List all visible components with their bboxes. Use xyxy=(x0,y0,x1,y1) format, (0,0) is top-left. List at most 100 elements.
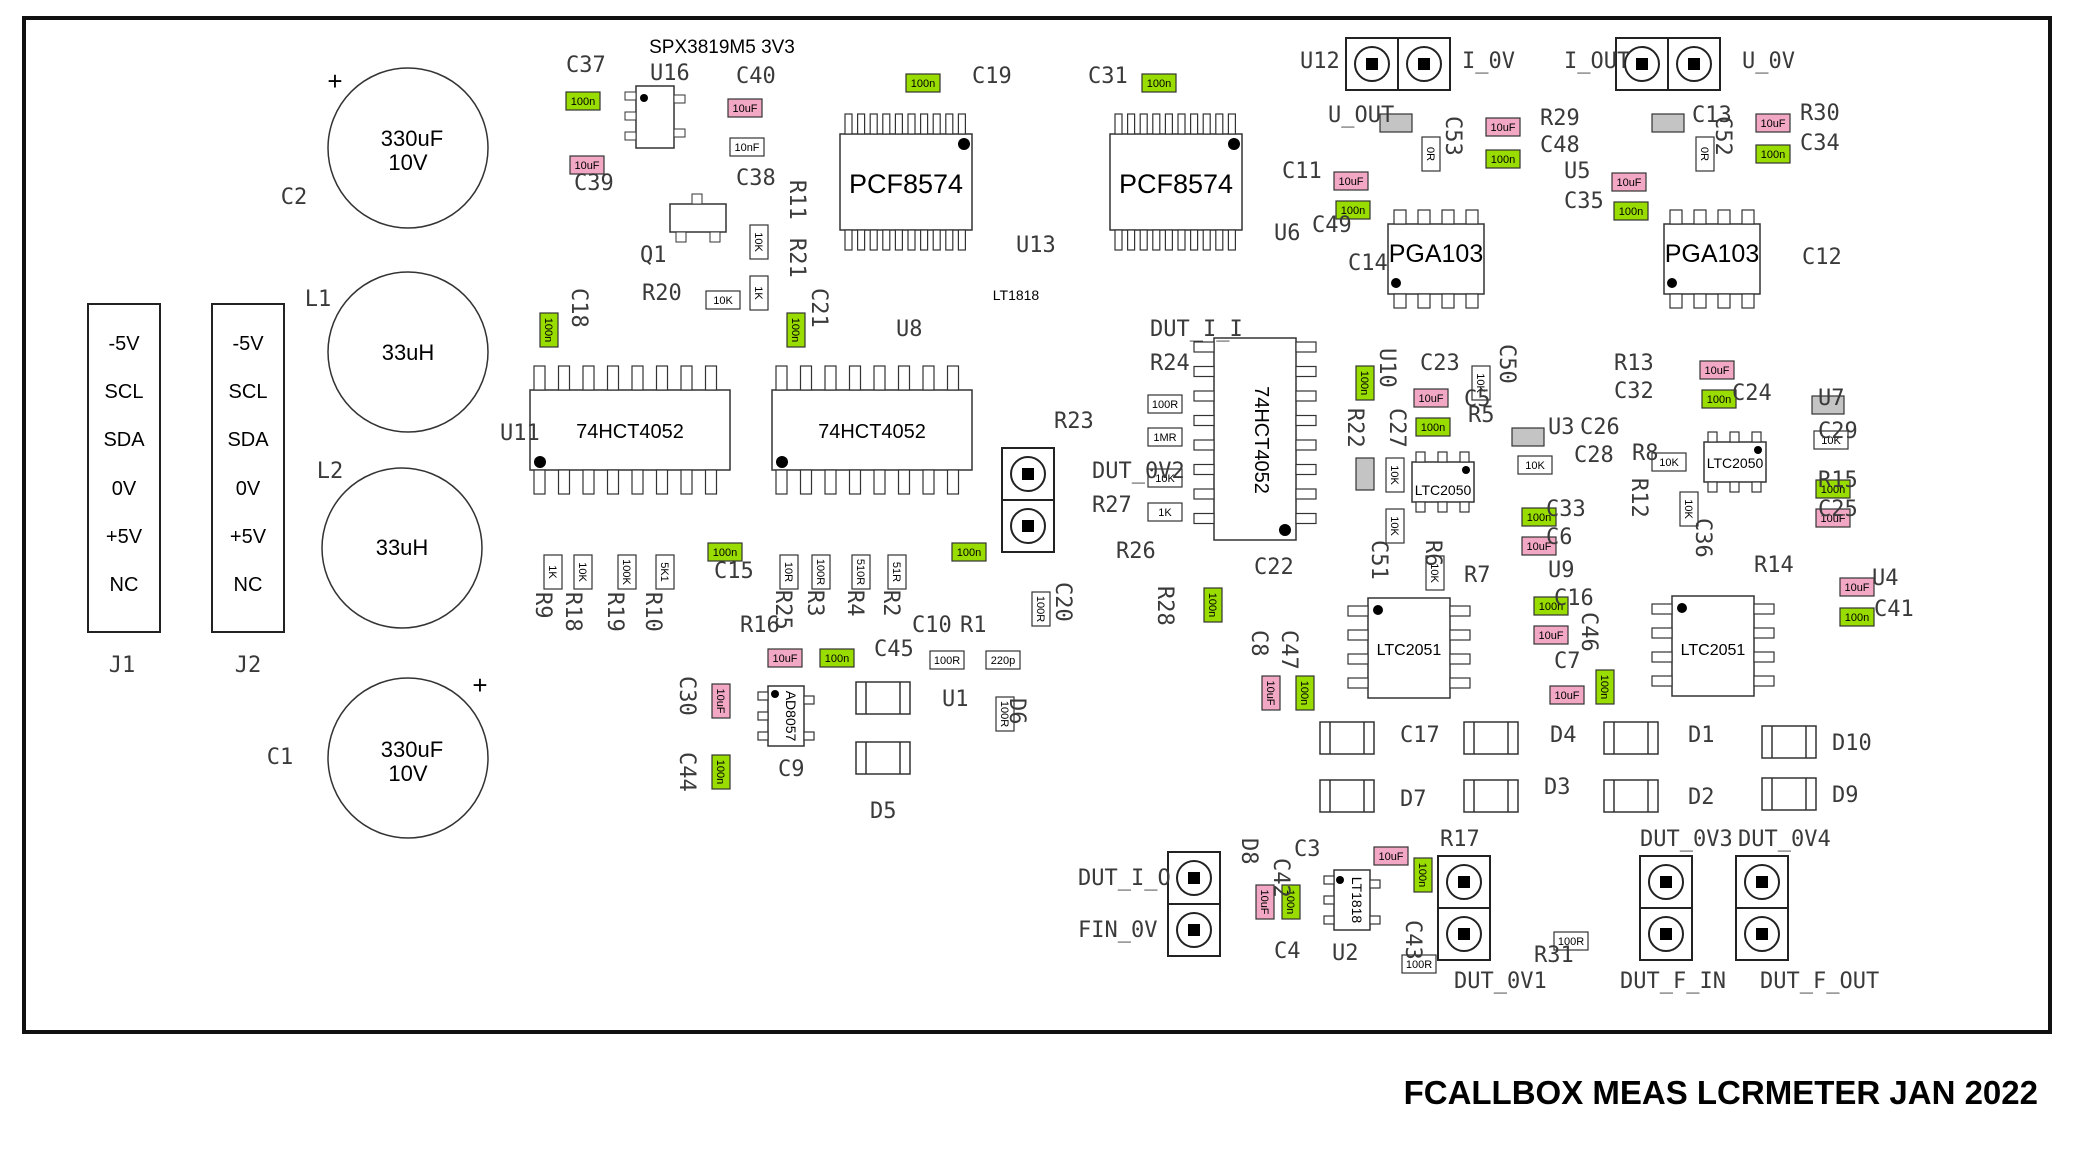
designator-label: D5 xyxy=(870,799,897,824)
designator-label: DUT_0V1 xyxy=(1454,969,1547,994)
smd-value: 10K xyxy=(1388,516,1400,536)
smd-part: 100n xyxy=(1415,417,1451,437)
designator-label: U11 xyxy=(500,421,540,446)
smd-value: 220p xyxy=(991,655,1015,667)
designator-label: C8 xyxy=(1246,630,1271,657)
connector-dut-0v1 xyxy=(1735,855,1789,961)
designator-label: R21 xyxy=(784,238,809,278)
ic-u7: LTC2050 xyxy=(1703,441,1767,483)
smd-value: 1K xyxy=(546,565,558,579)
designator-label: C39 xyxy=(574,171,614,196)
svg-text:33uH: 33uH xyxy=(382,340,435,365)
designator-label: U4 xyxy=(1872,566,1899,591)
diode-d9 xyxy=(1603,779,1659,813)
designator-label: C43 xyxy=(1400,920,1425,960)
smd-value: 10uF xyxy=(574,160,599,172)
smd-part: 1K xyxy=(1147,502,1183,522)
smd-part: 10uF xyxy=(767,648,803,668)
designator-label: C31 xyxy=(1088,64,1128,89)
smd-part: 100n xyxy=(1141,73,1177,93)
svg-text:330uF: 330uF xyxy=(381,737,443,762)
designator-label: C28 xyxy=(1574,443,1614,468)
ic-u6: PCF8574 xyxy=(1109,133,1243,231)
smd-value: 51R xyxy=(890,562,902,582)
designator-label: C16 xyxy=(1554,586,1594,611)
svg-text:C2: C2 xyxy=(281,185,308,210)
smd-value: 0R xyxy=(1698,147,1710,161)
designator-label: C22 xyxy=(1254,555,1294,580)
designator-label: C24 xyxy=(1732,381,1772,406)
connector-j2: -5V SCL SDA 0V +5V NC J2 xyxy=(211,303,285,678)
smd-value: 100n xyxy=(789,318,801,342)
designator-label: R31 xyxy=(1534,943,1574,968)
smd-value: 10uF xyxy=(1418,393,1443,405)
designator-label: FIN_0V xyxy=(1078,918,1157,943)
j1-pin: -5V xyxy=(108,333,140,355)
svg-text:+: + xyxy=(472,670,487,700)
designator-label: C52 xyxy=(1710,116,1735,156)
smd-value: 100n xyxy=(1358,371,1370,395)
smd-value: 10R xyxy=(782,562,794,582)
designator-label: C9 xyxy=(778,757,805,782)
diode-d2 xyxy=(1463,779,1519,813)
capacitor-c2: 330uF 10V + C2 xyxy=(281,66,489,229)
smd-part: 10K xyxy=(573,554,593,590)
smd-value: 100n xyxy=(1527,512,1551,524)
ic-label-lt1818: LT1818 xyxy=(993,287,1040,303)
svg-text:74HCT4052: 74HCT4052 xyxy=(576,421,684,443)
designator-label: C48 xyxy=(1540,133,1580,158)
designator-label: C32 xyxy=(1614,379,1654,404)
smd-part: 10uF xyxy=(1261,675,1281,711)
smd-part: 5K1 xyxy=(655,554,675,590)
smd-part: 100n xyxy=(1355,365,1375,401)
smd-value: 10uF xyxy=(714,688,726,713)
designator-label: C34 xyxy=(1800,131,1840,156)
designator-label: C53 xyxy=(1440,116,1465,156)
smd-value: 10uF xyxy=(1554,690,1579,702)
svg-text:LT1818: LT1818 xyxy=(1349,877,1365,924)
smd-part: 100n xyxy=(1295,675,1315,711)
ic-u4: LTC2051 xyxy=(1671,595,1755,697)
designator-label: U9 xyxy=(1548,558,1575,583)
j1-pin: SDA xyxy=(103,429,145,451)
svg-text:330uF: 330uF xyxy=(381,126,443,151)
board-title: FCALLBOX MEAS LCRMETER JAN 2022 xyxy=(1404,1074,2038,1111)
smd-value: 510R xyxy=(854,559,866,585)
ic-u13: PCF8574 xyxy=(839,133,973,231)
smd-value: 10uF xyxy=(1844,582,1869,594)
smd-part: 10uF xyxy=(1699,360,1735,380)
diode-d10 xyxy=(1603,721,1659,755)
designator-label: C30 xyxy=(674,676,699,716)
smd-value: 10K xyxy=(1525,460,1545,472)
designator-label: R15 xyxy=(1818,468,1858,493)
designator-label: U6 xyxy=(1274,221,1301,246)
smd-value: 10uF xyxy=(772,653,797,665)
smd-part: 100n xyxy=(819,648,855,668)
smd-value: 10uF xyxy=(1338,176,1363,188)
smd-part: 100n xyxy=(1521,507,1557,527)
designator-label: C11 xyxy=(1282,159,1322,184)
j2-pin: -5V xyxy=(232,333,264,355)
svg-text:L2: L2 xyxy=(317,459,344,484)
designator-label: U13 xyxy=(1016,233,1056,258)
j1-pin: +5V xyxy=(106,526,143,548)
ic-u8: 74HCT4052 xyxy=(771,389,973,471)
designator-label: C42 xyxy=(1268,858,1293,898)
connector-dut-0v4 xyxy=(1639,855,1693,961)
designator-label: C5 xyxy=(1464,387,1491,412)
ic-u9: LTC2051 xyxy=(1367,597,1451,699)
smd-value: 10uF xyxy=(1538,630,1563,642)
smd-value: 100n xyxy=(957,547,981,559)
designator-label: C37 xyxy=(566,53,606,78)
svg-text:PGA103: PGA103 xyxy=(1389,240,1484,268)
smd-part xyxy=(1651,113,1685,133)
smd-value: 10K xyxy=(1474,373,1486,393)
smd-part: 10uF xyxy=(1485,117,1521,137)
designator-label: C41 xyxy=(1874,597,1914,622)
j1-pin: SCL xyxy=(105,381,144,403)
designator-label: Q1 xyxy=(640,243,667,268)
designator-label: C27 xyxy=(1384,408,1409,448)
designator-label: R26 xyxy=(1116,539,1156,564)
smd-part: 1K xyxy=(543,554,563,590)
